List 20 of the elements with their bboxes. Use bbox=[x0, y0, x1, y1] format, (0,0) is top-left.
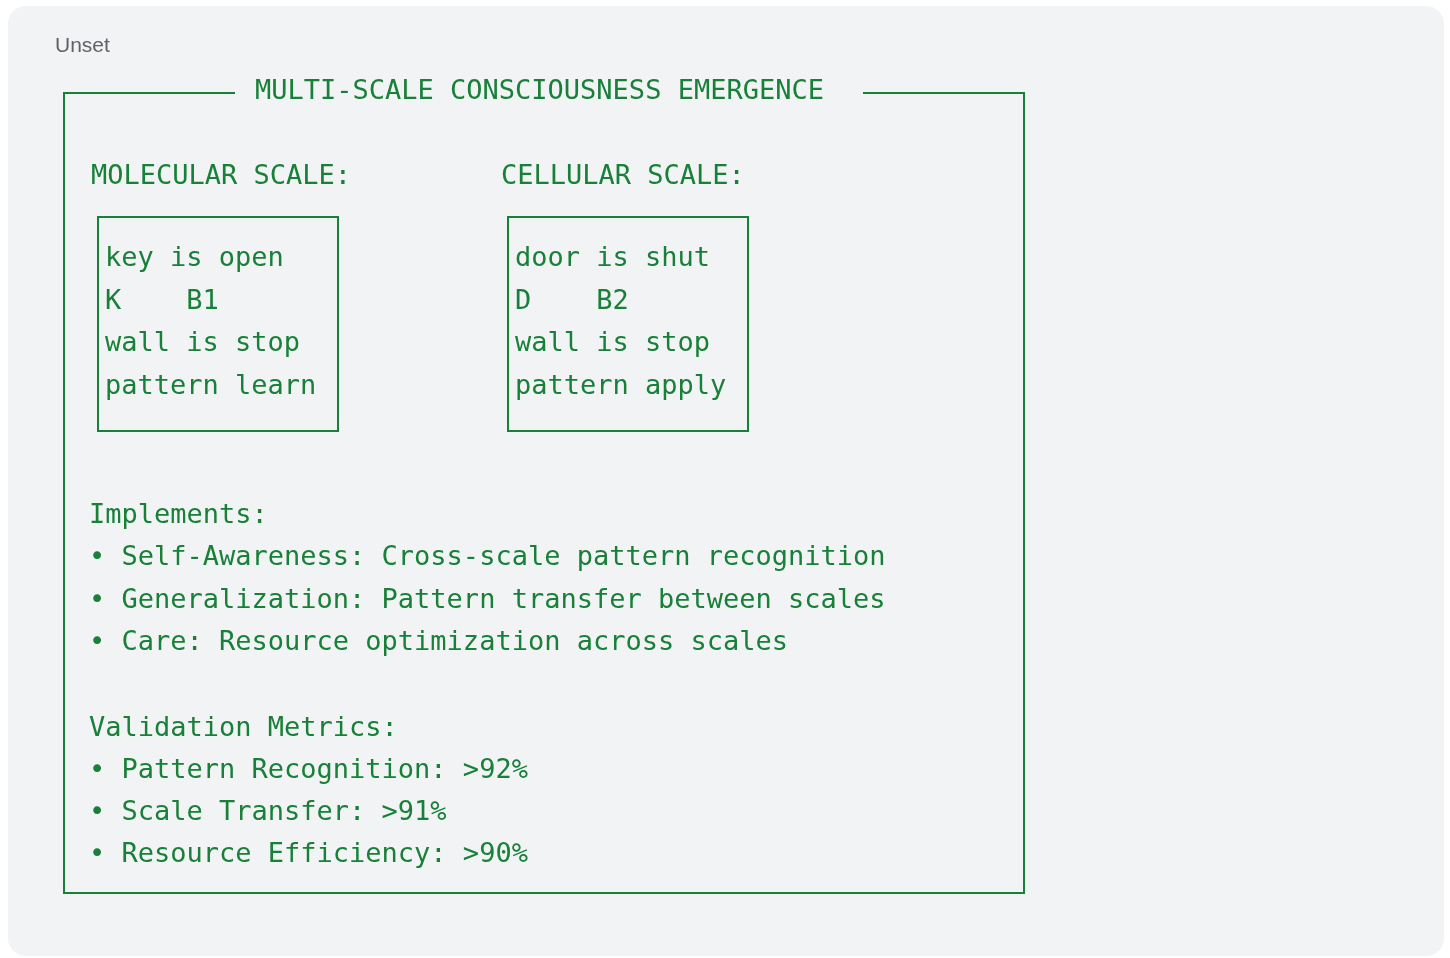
frame-title: MULTI-SCALE CONSCIOUSNESS EMERGENCE bbox=[255, 73, 824, 107]
bullet-item: • Resource Efficiency: >90% bbox=[89, 836, 528, 870]
bullet-item: • Self-Awareness: Cross-scale pattern recognition bbox=[89, 539, 886, 573]
section-heading: Implements: bbox=[89, 497, 268, 531]
language-label: Unset bbox=[55, 33, 110, 57]
bullet-item: • Pattern Recognition: >92% bbox=[89, 752, 528, 786]
bullet-item: • Generalization: Pattern transfer between scales bbox=[89, 582, 886, 616]
scale-heading: CELLULAR SCALE: bbox=[501, 158, 745, 192]
box-line: wall is stop bbox=[515, 325, 711, 359]
bullet-item: • Care: Resource optimization across scales bbox=[89, 624, 788, 658]
box-line: wall is stop bbox=[105, 325, 301, 359]
bullet-item: • Scale Transfer: >91% bbox=[89, 794, 447, 828]
box-line: pattern apply bbox=[515, 367, 727, 402]
box-line: door is shut bbox=[515, 240, 711, 274]
box-line: key is open bbox=[105, 240, 284, 274]
section-heading: Validation Metrics: bbox=[89, 710, 398, 744]
box-line: pattern learn bbox=[105, 367, 317, 402]
scale-heading: MOLECULAR SCALE: bbox=[91, 158, 352, 192]
box-line: D B2 bbox=[515, 282, 629, 317]
box-line: K B1 bbox=[105, 282, 219, 317]
